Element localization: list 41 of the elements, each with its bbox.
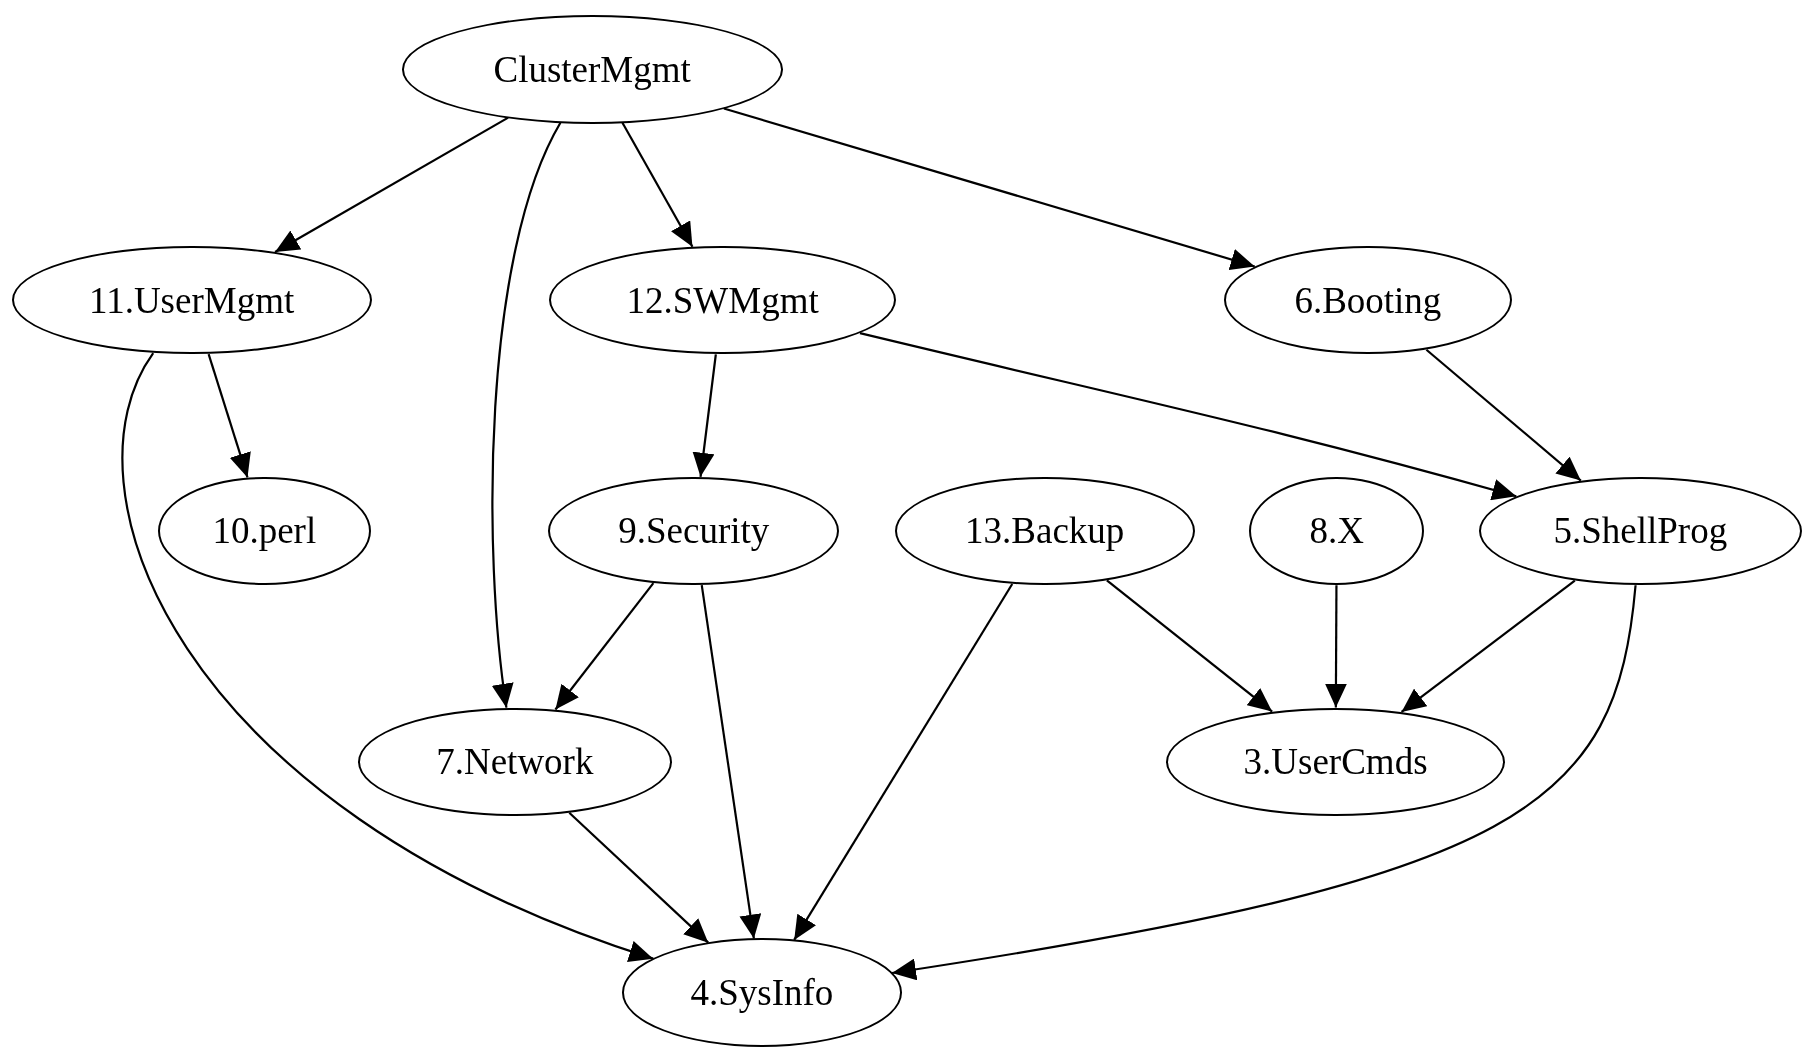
arrow [274, 116, 509, 253]
arrow [793, 583, 1014, 941]
ellipse-node [158, 476, 371, 586]
arrow [122, 352, 654, 961]
node-label: 13.Backup [965, 509, 1125, 553]
node-label: 3.UserCmds [1243, 740, 1428, 784]
node-label: 6.Booting [1294, 278, 1442, 322]
arrow [491, 122, 562, 708]
arrow [1106, 579, 1273, 713]
ellipse-node [357, 707, 672, 817]
ellipse-node [401, 15, 783, 124]
node-label: 10.perl [212, 509, 317, 553]
arrow [1425, 348, 1582, 482]
ellipse-node [11, 245, 372, 355]
arrow [568, 811, 709, 944]
ellipse-node [1478, 476, 1802, 586]
arrow [621, 122, 694, 248]
arrow [1324, 585, 1347, 708]
ellipse-node [894, 476, 1195, 586]
ellipse-node [1249, 476, 1425, 586]
arrow [859, 332, 1517, 501]
node-label: 9.Security [618, 509, 770, 553]
arrow [700, 585, 762, 939]
arrow [692, 354, 717, 477]
ellipse-node [622, 938, 902, 1047]
arrow [891, 585, 1637, 981]
node-label: 12.SWMgmt [626, 278, 819, 322]
node-label: 4.SysInfo [690, 971, 834, 1015]
arrow [207, 353, 251, 478]
ellipse-node [1165, 707, 1506, 817]
node-label: 5.ShellProg [1553, 509, 1728, 553]
arrow [723, 107, 1256, 271]
node-label: 7.Network [436, 740, 594, 784]
arrow [554, 582, 655, 711]
ellipse-node [548, 476, 840, 586]
arrow [1400, 579, 1576, 713]
node-label: ClusterMgmt [493, 47, 691, 91]
ellipse-node [1223, 245, 1513, 355]
ellipse-node [549, 245, 896, 355]
node-label: 11.UserMgmt [89, 278, 295, 322]
node-label: 8.X [1309, 509, 1364, 553]
